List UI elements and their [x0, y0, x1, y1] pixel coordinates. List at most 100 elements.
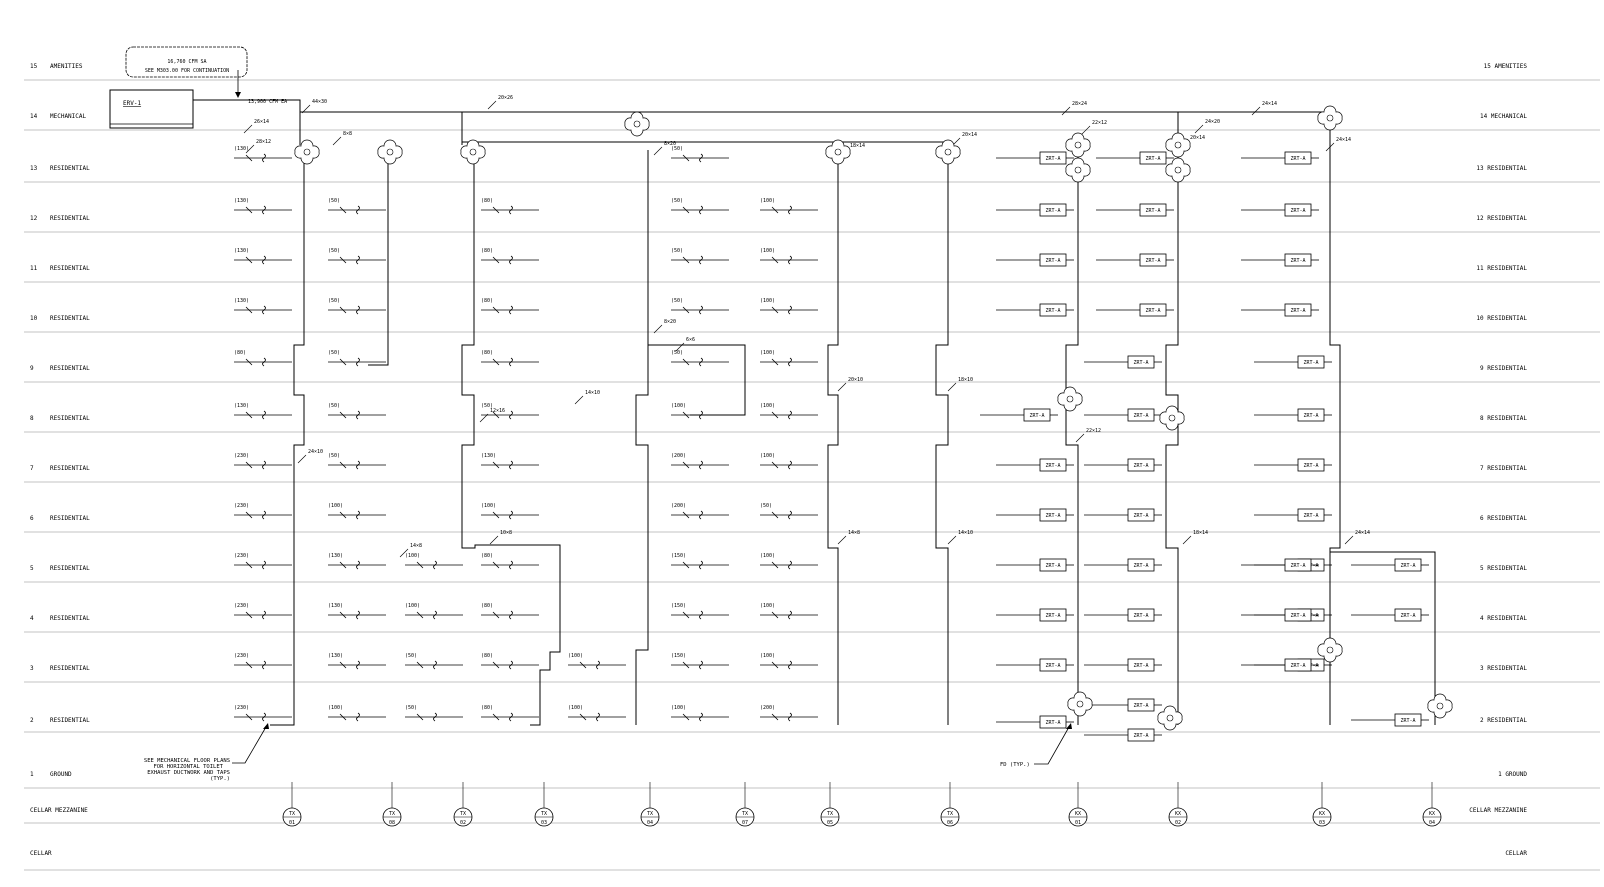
branch-damper-mark [771, 256, 779, 264]
exhaust-fan [1317, 105, 1343, 131]
erv-unit[interactable]: ERV-1 [109, 89, 194, 129]
zrt-damper: ZRT-A [1351, 608, 1429, 622]
zrt-damper: ZRT-A [1241, 558, 1319, 572]
branch-TX04: (100) [568, 653, 626, 670]
duct-size-leader [653, 146, 663, 156]
branch-damper-mark [771, 411, 779, 419]
zrt-damper: ZRT-A [1351, 558, 1429, 572]
floor-name-right: CELLAR [1505, 850, 1527, 857]
damper-label: ZRT-A [1400, 718, 1415, 724]
flex-connector [356, 460, 360, 470]
flex-connector [788, 560, 792, 570]
floor-number: 2 [30, 717, 34, 724]
flex-connector [699, 357, 703, 367]
damper-label: ZRT-A [1290, 258, 1305, 264]
floor-name-right: 11 RESIDENTIAL [1476, 265, 1527, 272]
dampers: ZRT-A ZRT-A ZRT-A ZRT-A ZRT-A ZRT-A ZRT-A ZRT-A… [980, 151, 1429, 742]
floor-name-right: 1 GROUND [1498, 771, 1527, 778]
flex-connector [433, 610, 437, 620]
damper-label: ZRT-A [1290, 208, 1305, 214]
tag-type: TX [947, 811, 953, 817]
branch-damper-mark [245, 411, 253, 419]
damper-label: ZRT-A [1133, 733, 1148, 739]
branch-damper-mark [682, 206, 690, 214]
floor-name-left: RESIDENTIAL [50, 165, 90, 172]
floor-name-left: RESIDENTIAL [50, 717, 90, 724]
tag-number: 06 [947, 820, 953, 826]
note-line-4: (TYP.) [210, 776, 230, 782]
branch-damper-mark [682, 461, 690, 469]
floor-name-left: RESIDENTIAL [50, 615, 90, 622]
flex-connector [788, 205, 792, 215]
fan-cloud [935, 139, 961, 165]
flex-connector [433, 712, 437, 722]
zrt-damper: ZRT-A [1084, 698, 1162, 712]
branch-damper-mark [492, 461, 500, 469]
zrt-damper: ZRT-A [1084, 508, 1162, 522]
column-tag-TX06: TX 06 [940, 782, 960, 827]
cfm-label: (50) [671, 146, 683, 152]
branch-damper-mark [492, 358, 500, 366]
damper-label: ZRT-A [1145, 258, 1160, 264]
floor-name-left: AMENITIES [50, 63, 83, 70]
exhaust-fan [1427, 693, 1453, 719]
flex-connector [699, 460, 703, 470]
floor-name-left: RESIDENTIAL [50, 315, 90, 322]
cfm-label: (130) [234, 298, 249, 304]
damper-label: ZRT-A [1133, 663, 1148, 669]
fans [294, 105, 1453, 731]
zrt-damper: ZRT-A [1254, 355, 1332, 369]
floor-name-left: RESIDENTIAL [50, 515, 90, 522]
zrt-damper: ZRT-A [1084, 408, 1162, 422]
cfm-label: (50) [405, 705, 417, 711]
floor-number: 3 [30, 665, 34, 672]
cfm-label: (50) [671, 350, 683, 356]
zrt-damper: ZRT-A [1096, 253, 1174, 267]
branch-TX07: (100) [671, 403, 729, 420]
branch-damper-mark [245, 713, 253, 721]
floor-number: 13 [30, 165, 38, 172]
branch-TX03: (130) [481, 453, 539, 470]
zrt-damper: ZRT-A [1254, 408, 1332, 422]
cfm-label: (100) [405, 603, 420, 609]
damper-label: ZRT-A [1290, 663, 1305, 669]
zrt-damper: ZRT-A [1084, 728, 1162, 742]
flex-connector [509, 305, 513, 315]
cfm-label: (230) [234, 603, 249, 609]
cfm-label: (200) [671, 503, 686, 509]
duct-size-s24x10: 24×10 [308, 449, 323, 455]
branch-TX07: (50) [671, 350, 729, 367]
floor-number: 5 [30, 565, 34, 572]
damper-label: ZRT-A [1133, 463, 1148, 469]
branch-TX07: (200) [671, 453, 729, 470]
cfm-label: (80) [481, 198, 493, 204]
branch-TX01: (230) [234, 453, 292, 470]
branch-damper-mark [492, 561, 500, 569]
exhaust-fan [825, 139, 851, 165]
duct-size-leader [489, 535, 499, 545]
duct-size-s18x14: 18×14 [850, 143, 865, 149]
fan-motor [1066, 395, 1074, 403]
damper-label: ZRT-A [1133, 360, 1148, 366]
branch-TX07: (150) [671, 553, 729, 570]
floor-name-left: CELLAR MEZZANINE [30, 807, 88, 814]
branch-TX08: (100) [328, 503, 386, 520]
flex-connector [699, 255, 703, 265]
fan-cloud [1317, 637, 1343, 663]
branch-damper-mark [492, 206, 500, 214]
duct-size-s12x16: 12×16 [490, 408, 505, 414]
branch-damper-mark [682, 611, 690, 619]
cfm-label: (230) [234, 553, 249, 559]
branch-damper-mark [339, 661, 347, 669]
tag-type: TX [541, 811, 547, 817]
zrt-damper: ZRT-A [996, 458, 1074, 472]
cfm-label: (50) [328, 298, 340, 304]
duct-size-s22x12: 22×12 [1092, 120, 1107, 126]
branch-TX07: (150) [671, 603, 729, 620]
flex-connector [788, 510, 792, 520]
duct-size-leader [947, 382, 957, 392]
damper-label: ZRT-A [1400, 613, 1415, 619]
